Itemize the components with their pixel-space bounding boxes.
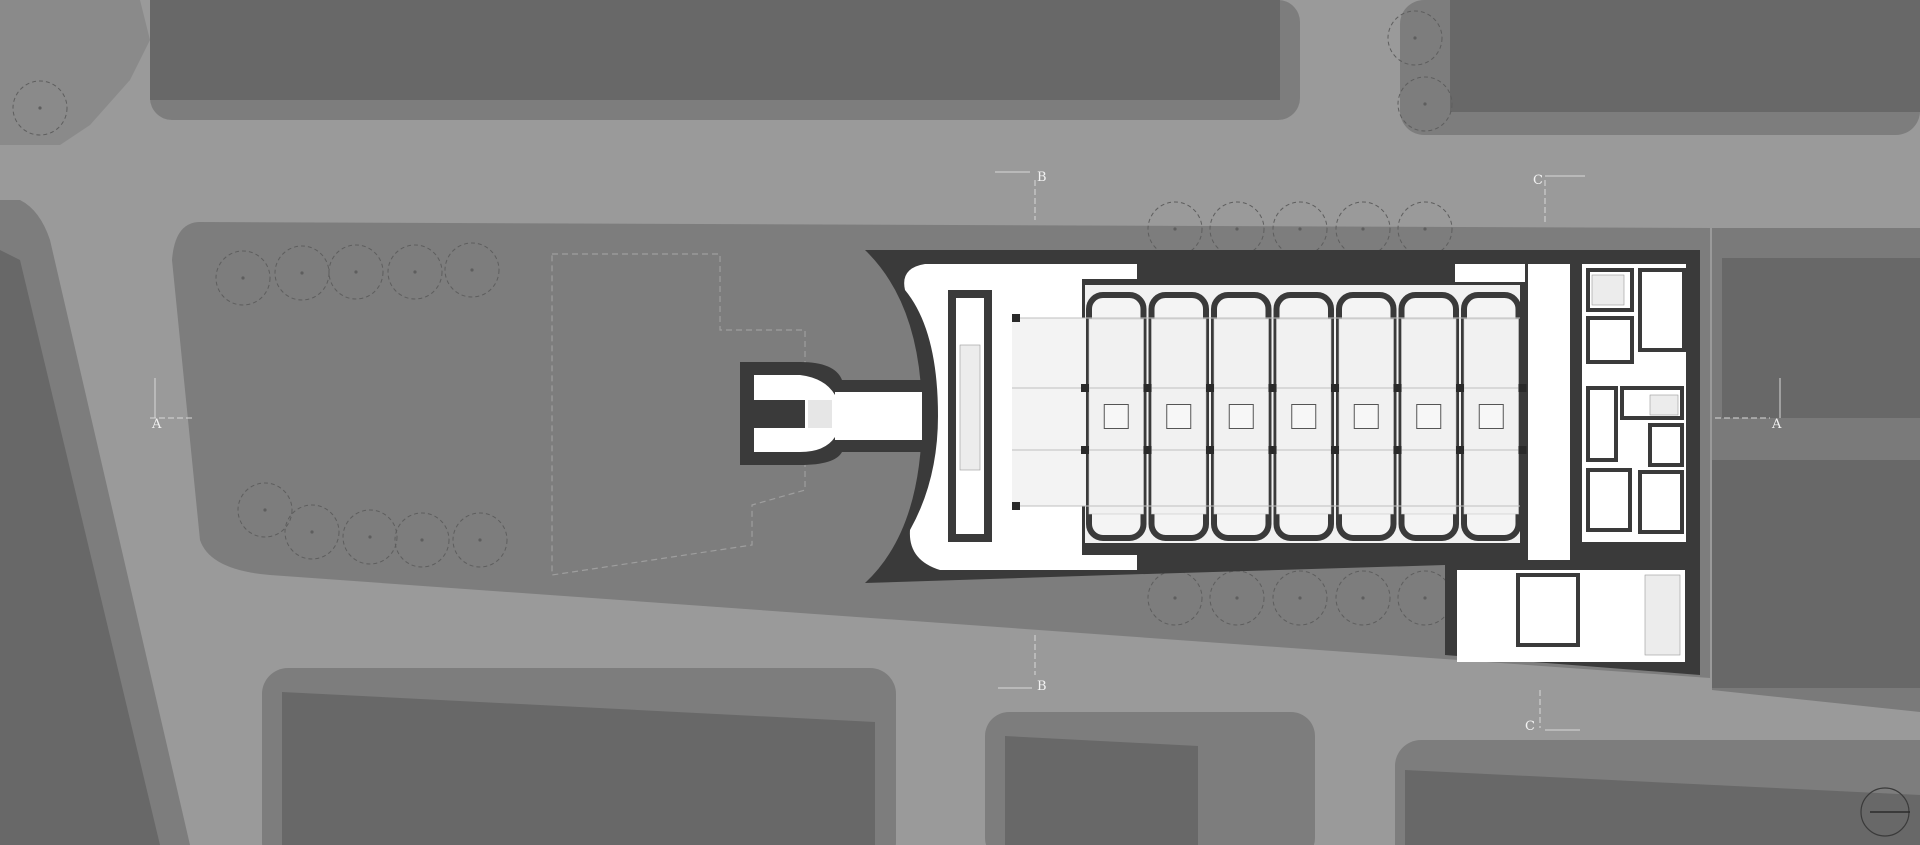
- north-arrow-icon: [1860, 787, 1910, 837]
- tree-icon: [1335, 570, 1391, 626]
- pillar: [1081, 446, 1089, 454]
- hall-bay: [1461, 292, 1522, 541]
- pillar: [1456, 384, 1464, 392]
- tree-icon: [274, 245, 330, 301]
- building-top-right: [1450, 0, 1920, 112]
- annex-interior: [754, 375, 835, 452]
- pillar: [1331, 384, 1339, 392]
- tree-icon: [12, 80, 68, 136]
- building-bottom-middle: [1005, 736, 1198, 845]
- service-stair: [1649, 394, 1679, 416]
- pillar: [1143, 384, 1152, 392]
- right-wing-bottom-stair: [1644, 574, 1681, 656]
- section-label-c-bottom: C: [1525, 719, 1535, 734]
- tree-icon: [284, 504, 340, 560]
- bottom-blocks: [262, 668, 1920, 845]
- tree-icon: [1272, 570, 1328, 626]
- tree-icon: [394, 512, 450, 568]
- corridor: [835, 392, 922, 440]
- section-markers: A A B B C C: [150, 170, 1782, 734]
- building: [740, 250, 1700, 675]
- right-wing-bottom-room: [1516, 573, 1580, 647]
- service-room: [1638, 470, 1684, 534]
- pillar: [1206, 446, 1214, 454]
- right-block: [1712, 228, 1920, 712]
- tree-icon: [237, 482, 293, 538]
- tree-icon: [215, 250, 271, 306]
- service-room: [1648, 423, 1684, 467]
- section-label-a-right: A: [1771, 417, 1782, 432]
- pillar: [1268, 384, 1277, 392]
- dashed-footprint: [551, 253, 806, 576]
- building-top-middle: [150, 0, 1280, 100]
- hall-grid: [1012, 292, 1527, 541]
- service-room: [1586, 468, 1632, 532]
- tree-icon: [1397, 76, 1453, 132]
- tree-icon: [1387, 10, 1443, 66]
- left-block: [0, 200, 190, 845]
- annex-stair: [808, 400, 832, 428]
- hall-bay: [1148, 292, 1209, 541]
- tree-icon: [444, 242, 500, 298]
- section-label-c-top: C: [1533, 173, 1543, 188]
- pillar: [1143, 446, 1152, 454]
- service-room: [1620, 386, 1684, 420]
- hall-left-bay: [1012, 318, 1085, 506]
- pillar: [1081, 384, 1089, 392]
- building-left: [0, 250, 160, 845]
- pillar: [1206, 384, 1214, 392]
- right-wing-top: [1455, 264, 1525, 282]
- section-label-b-bottom: B: [1037, 679, 1047, 694]
- tree-icon: [452, 512, 508, 568]
- pillar: [1012, 502, 1020, 510]
- service-top: [1082, 264, 1137, 279]
- building-right-lower: [1712, 460, 1920, 688]
- block-top-left: [0, 0, 150, 145]
- building-bottom-left: [282, 692, 875, 845]
- pillar: [1393, 384, 1402, 392]
- hall-bay: [1211, 292, 1272, 541]
- building-bottom-right: [1405, 770, 1920, 845]
- hall-bay: [1336, 292, 1397, 541]
- pillar: [1331, 446, 1339, 454]
- pillar: [1268, 446, 1277, 454]
- lobby-stair: [959, 344, 981, 471]
- service-room: [1586, 268, 1634, 312]
- service-room: [1586, 386, 1618, 462]
- service-room: [1586, 316, 1634, 364]
- section-label-a-left: A: [151, 417, 162, 432]
- hall-bay: [1273, 292, 1334, 541]
- pillar: [1518, 446, 1527, 454]
- pillar: [1518, 384, 1527, 392]
- hall-bay: [1398, 292, 1459, 541]
- hall-bay: [1086, 292, 1147, 541]
- top-blocks: [0, 0, 1920, 145]
- service-bottom: [1082, 555, 1137, 570]
- tree-icon: [328, 244, 384, 300]
- service-stair: [1591, 274, 1625, 306]
- pillar: [1393, 446, 1402, 454]
- building-right-upper: [1722, 258, 1920, 418]
- tree-icon: [387, 244, 443, 300]
- service-room: [1638, 268, 1686, 352]
- section-label-b-top: B: [1037, 170, 1047, 185]
- right-rooms: [1586, 268, 1686, 534]
- pillar: [1012, 314, 1020, 322]
- right-wing-corridor: [1528, 264, 1570, 560]
- tree-icon: [342, 509, 398, 565]
- pillar: [1456, 446, 1464, 454]
